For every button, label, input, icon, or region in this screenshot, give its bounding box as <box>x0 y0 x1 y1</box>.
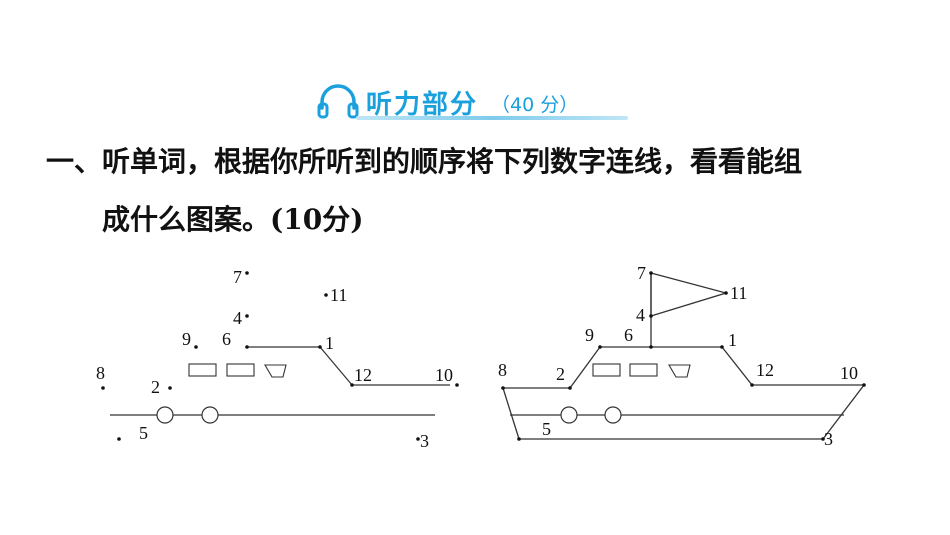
dot-7 <box>649 271 653 275</box>
section-underline <box>356 116 628 120</box>
section-title: 听力部分 <box>366 90 479 120</box>
section-score: （40 分） <box>491 94 579 116</box>
label-7: 7 <box>233 267 242 287</box>
label-3: 3 <box>824 429 833 449</box>
label-2: 2 <box>151 377 160 397</box>
dot-11 <box>724 291 728 295</box>
section-header: 听力部分 （40 分） <box>316 82 628 122</box>
label-1: 1 <box>728 330 737 350</box>
window <box>188 363 217 377</box>
question-line-2-text: 成什么图案。 <box>102 203 271 236</box>
label-5: 5 <box>139 423 148 443</box>
dot-8 <box>101 386 105 390</box>
question-score: (10分) <box>270 203 364 236</box>
wheel <box>201 406 219 424</box>
label-9: 9 <box>182 329 191 349</box>
dot-2 <box>568 386 572 390</box>
dot-8 <box>501 386 505 390</box>
dot-11 <box>324 293 328 297</box>
completed-boat-figure: 7 11 4 9 6 1 12 10 8 2 5 3 <box>498 263 866 449</box>
window <box>226 363 255 377</box>
window <box>629 363 658 377</box>
boat-outline <box>502 346 866 440</box>
label-10: 10 <box>435 365 453 385</box>
label-8: 8 <box>498 360 507 380</box>
dot-5 <box>517 437 521 441</box>
dot-10 <box>862 383 866 387</box>
dot-5 <box>117 437 121 441</box>
dot-4 <box>649 314 653 318</box>
label-3: 3 <box>420 431 429 451</box>
dot-4 <box>245 314 249 318</box>
label-5: 5 <box>542 419 551 439</box>
label-8: 8 <box>96 363 105 383</box>
window <box>592 363 621 377</box>
dot-1 <box>720 345 724 349</box>
wheel <box>156 406 174 424</box>
dot-7 <box>245 271 249 275</box>
label-6: 6 <box>222 329 231 349</box>
question-line-2: 成什么图案。(10分) <box>102 198 363 238</box>
label-6: 6 <box>624 325 633 345</box>
flag <box>650 272 729 317</box>
dot-12 <box>350 383 354 387</box>
label-12: 12 <box>354 365 372 385</box>
dot-puzzle-figure: 7 11 4 9 6 1 12 10 8 2 5 3 <box>96 267 459 451</box>
dot-3 <box>821 437 825 441</box>
label-9: 9 <box>585 325 594 345</box>
wheel <box>560 406 578 424</box>
label-1: 1 <box>325 333 334 353</box>
label-11: 11 <box>330 285 347 305</box>
dot-1 <box>318 345 322 349</box>
question-line-1: 一、听单词，根据你所听到的顺序将下列数字连线，看看能组 <box>46 145 803 178</box>
dot-10 <box>455 383 459 387</box>
dot-12 <box>750 383 754 387</box>
label-11: 11 <box>730 283 747 303</box>
dot-6 <box>649 345 653 349</box>
dot-2 <box>168 386 172 390</box>
dot-3 <box>416 437 420 441</box>
headphones-icon <box>317 84 359 119</box>
window <box>264 364 287 378</box>
deck-outline <box>247 346 450 386</box>
label-4: 4 <box>233 308 242 328</box>
window <box>668 364 691 378</box>
label-2: 2 <box>556 364 565 384</box>
wheel <box>604 406 622 424</box>
dot-9 <box>194 345 198 349</box>
label-10: 10 <box>840 363 858 383</box>
dot-9 <box>598 345 602 349</box>
label-12: 12 <box>756 360 774 380</box>
dot-6 <box>245 345 249 349</box>
label-7: 7 <box>637 263 646 283</box>
label-4: 4 <box>636 305 645 325</box>
